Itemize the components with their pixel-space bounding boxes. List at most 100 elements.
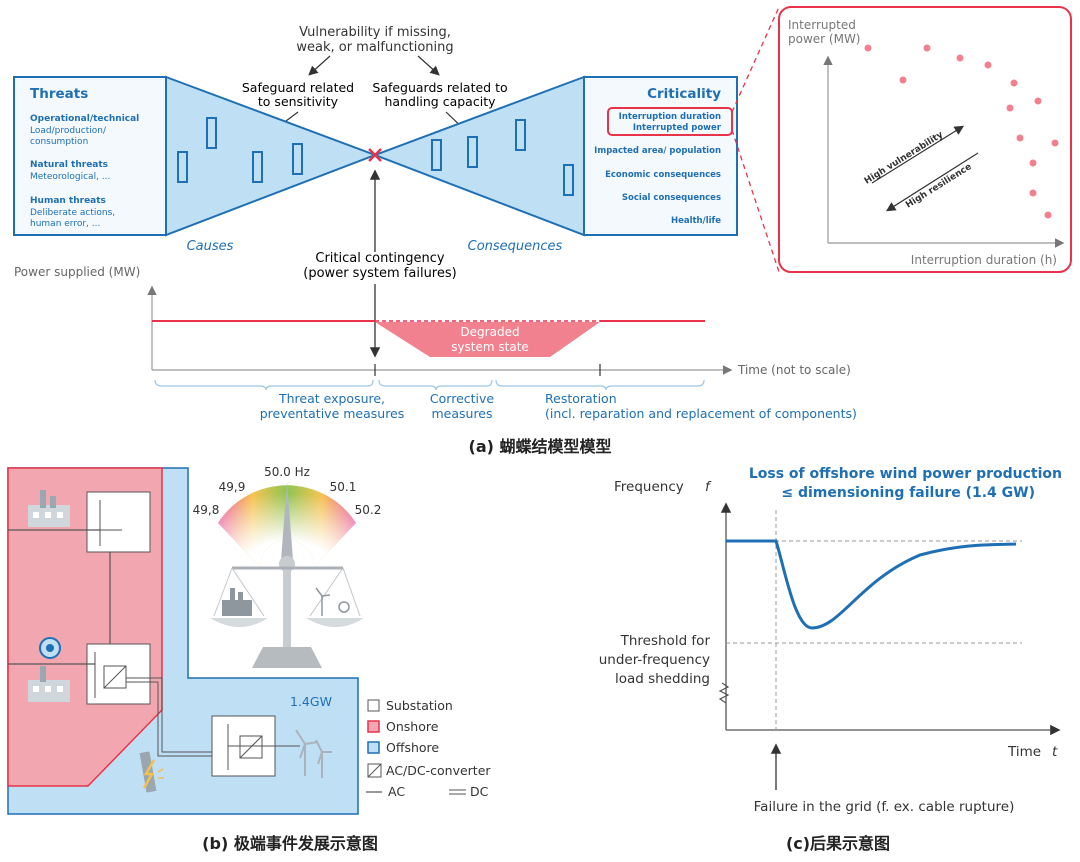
scale-plant-icon <box>222 588 252 616</box>
threat-operational-line1: Load/production/ <box>30 126 107 136</box>
caption-b: (b) 极端事件发展示意图 <box>202 834 378 853</box>
frequency-gauge: 50.0 Hz 49,9 49,8 50.1 50.2 <box>193 465 382 668</box>
phase3-label-2: (incl. reparation and replacement of com… <box>545 406 857 421</box>
causes-label: Causes <box>187 239 234 254</box>
barrier-left-3 <box>252 151 263 183</box>
contingency-label: Critical contingency <box>315 251 445 266</box>
criticality-item-4: Social consequences <box>622 193 721 203</box>
dc-cable-b <box>126 681 212 757</box>
threshold-label-3: load shedding <box>615 671 710 687</box>
inset-connector-bottom <box>731 129 780 273</box>
frequency-curve <box>726 539 1017 630</box>
panel-c-consequence: Loss of offshore wind power production ≤… <box>599 466 1062 853</box>
vulnerability-label-2: weak, or malfunctioning <box>296 40 453 55</box>
barrier-right-2 <box>467 136 478 168</box>
contingency-label-2: (power system failures) <box>303 266 456 281</box>
vulnerability-label: Vulnerability if missing, <box>299 25 451 40</box>
barrier-left-2 <box>206 117 217 149</box>
substation-top <box>86 491 151 553</box>
safeguard-sensitivity-label-2: to sensitivity <box>258 94 339 109</box>
safeguard-capacity-label: Safeguards related to <box>372 80 507 95</box>
cable-rupture-icon <box>139 751 164 793</box>
scale-pan-left <box>210 618 268 627</box>
inset-ylabel: Interrupted <box>788 18 856 32</box>
degraded-state-area <box>375 322 600 357</box>
legend: Substation Onshore Offshore AC/DC-conver… <box>366 698 491 799</box>
caption-c: (c)后果示意图 <box>786 834 890 853</box>
phase-bracket-1 <box>154 379 374 391</box>
dc-cable-a <box>126 677 212 753</box>
threat-operational-line2: consumption <box>30 137 88 147</box>
critical-event-marker <box>368 148 382 162</box>
frequency-label: Frequency <box>614 479 684 495</box>
legend-substation: Substation <box>386 698 453 713</box>
frequency-var: f <box>705 479 712 495</box>
failure-label: Failure in the grid (f. ex. cable ruptur… <box>754 799 1015 815</box>
criticality-item-1b: Interrupted power <box>633 123 722 133</box>
capacity-label: 1.4GW <box>290 694 332 709</box>
panel-a-bowtie: Vulnerability if missing, weak, or malfu… <box>13 6 857 456</box>
threat-natural-line1: Meteorological, ... <box>30 172 110 182</box>
degraded-label-2: system state <box>451 340 529 354</box>
barrier-right-4 <box>563 164 574 196</box>
legend-dc: DC <box>470 784 489 799</box>
phase-bracket-3 <box>495 379 705 391</box>
panel-c-title-2: ≤ dimensioning failure (1.4 GW) <box>781 485 1035 501</box>
scale-base <box>252 647 322 668</box>
inset-resilience-plot: Interrupted power (MW) Interruption dura… <box>778 6 1072 273</box>
legend-ac: AC <box>388 784 405 799</box>
legend-offshore: Offshore <box>386 740 439 755</box>
legend-onshore: Onshore <box>386 719 439 734</box>
power-plant-icon-2 <box>28 666 70 702</box>
consequences-label: Consequences <box>468 239 563 254</box>
gauge-4998-label: 49,8 <box>193 503 220 517</box>
criticality-title: Criticality <box>647 86 721 102</box>
legend-converter: AC/DC-converter <box>386 763 491 778</box>
arrow-resilience <box>885 152 979 212</box>
legend-substation-swatch <box>367 699 380 712</box>
inset-xlabel: Interruption duration (h) <box>911 253 1057 267</box>
threat-natural-title: Natural threats <box>30 160 108 170</box>
phase1-label-2: preventative measures <box>260 406 405 421</box>
phase3-label: Restoration <box>545 391 617 406</box>
criticality-item-5: Health/life <box>671 216 721 226</box>
gauge-502-label: 50.2 <box>355 503 382 517</box>
arrow-vulnerability <box>871 125 965 184</box>
threat-human-line1: Deliberate actions, <box>30 208 115 218</box>
phase2-label: Corrective <box>430 391 494 406</box>
wind-turbine-icon <box>295 729 332 778</box>
threshold-label: Threshold for <box>620 633 711 649</box>
safeguard-capacity-label-2: handling capacity <box>385 94 497 109</box>
threat-operational-title: Operational/technical <box>30 114 139 124</box>
ring-icon <box>39 637 61 659</box>
scale-turbine-icon <box>315 587 350 616</box>
panel-c-title: Loss of offshore wind power production <box>749 466 1062 482</box>
phase1-label: Threat exposure, <box>278 391 385 406</box>
arrow-to-capacity <box>417 55 440 76</box>
phase-bracket-2 <box>378 379 493 391</box>
gauge-501-label: 50.1 <box>330 480 357 494</box>
criticality-item-1a: Interruption duration <box>619 112 721 122</box>
barrier-right-1 <box>431 139 442 171</box>
scale-pan-right <box>306 618 364 627</box>
time-label-c: Time <box>1007 744 1041 760</box>
safeguard-sensitivity-label: Safeguard related <box>242 80 354 95</box>
inset-dots <box>864 44 1059 219</box>
criticality-item-2: Impacted area/ population <box>594 146 721 156</box>
threat-human-title: Human threats <box>30 196 106 206</box>
legend-onshore-swatch <box>367 720 380 733</box>
criticality-box <box>583 76 738 236</box>
threat-human-line2: human error, ... <box>30 219 100 229</box>
degraded-label: Degraded <box>460 325 519 339</box>
causes-triangle <box>165 75 378 237</box>
gauge-needle <box>281 482 293 560</box>
inset-ylabel-2: power (MW) <box>788 32 861 46</box>
caption-a: (a) 蝴蝶结模型模型 <box>469 437 612 456</box>
barrier-right-3 <box>515 119 526 151</box>
barrier-left-4 <box>292 143 303 175</box>
criticality-item-3: Economic consequences <box>605 170 721 180</box>
inset-connector-top <box>731 6 780 113</box>
threats-title: Threats <box>30 86 88 102</box>
panel-b-event-development: 1.4GW <box>7 465 491 853</box>
